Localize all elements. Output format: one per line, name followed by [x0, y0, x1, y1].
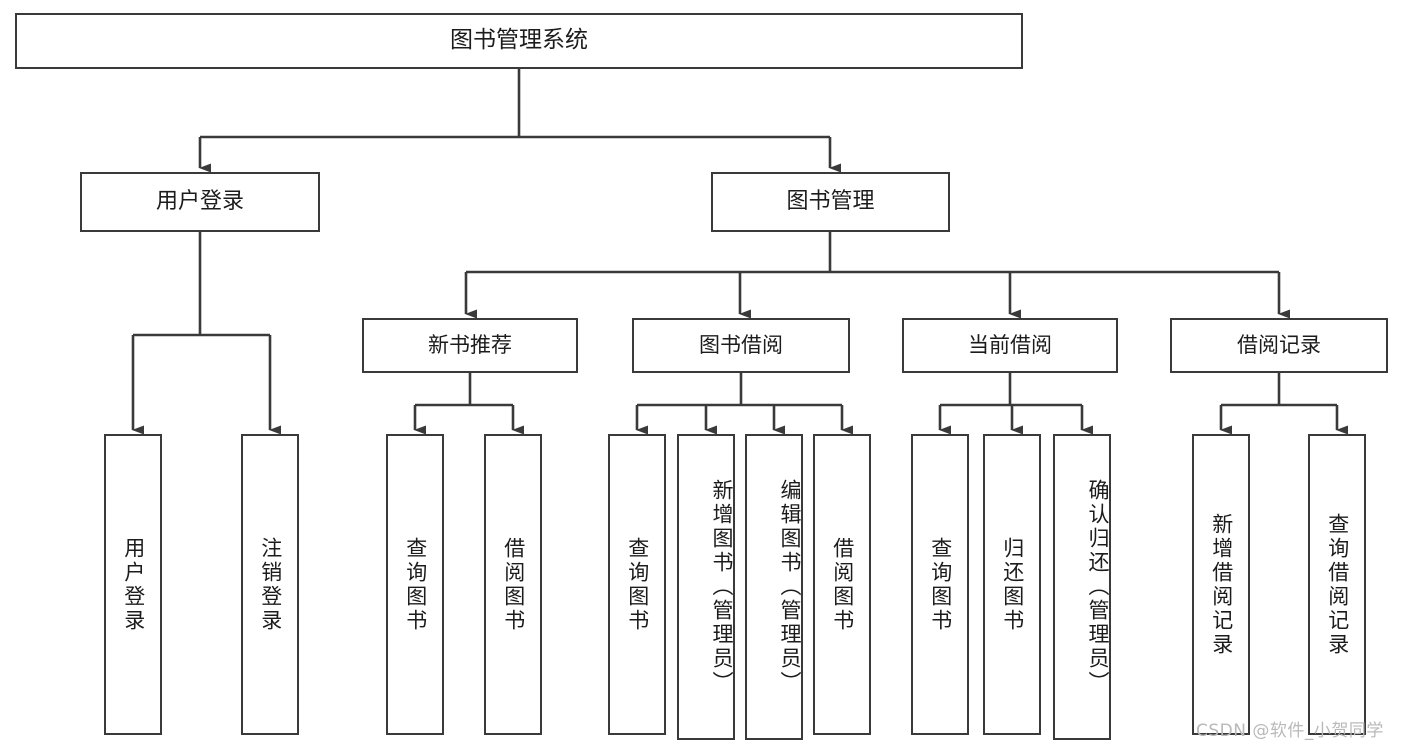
node-label: 查询图书: [403, 536, 428, 633]
node-borrow-record[interactable]: 借阅记录: [1170, 318, 1388, 373]
node-leaf-add-record[interactable]: 新增借阅记录: [1192, 434, 1250, 735]
node-label: 图书借阅: [699, 332, 783, 357]
node-book-manage[interactable]: 图书管理: [711, 172, 950, 232]
node-leaf-query-book-3[interactable]: 查询图书: [911, 434, 969, 735]
node-label: 查询图书: [625, 536, 650, 633]
node-leaf-query-book-1[interactable]: 查询图书: [386, 434, 444, 735]
node-label: 确认归还（管理员）: [1086, 479, 1110, 695]
node-label: 用户登录: [121, 536, 146, 633]
node-label: 注销登录: [258, 536, 283, 633]
node-new-book-rec[interactable]: 新书推荐: [362, 318, 578, 373]
node-leaf-query-book-2[interactable]: 查询图书: [608, 434, 666, 735]
node-label: 图书管理: [786, 188, 875, 214]
node-leaf-confirm-return[interactable]: 确认归还（管理员）: [1053, 434, 1111, 740]
node-label: 用户登录: [155, 188, 244, 214]
node-label: 借阅记录: [1237, 332, 1321, 357]
node-leaf-user-login[interactable]: 用户登录: [104, 434, 162, 735]
node-label: 新书推荐: [428, 332, 512, 357]
node-label: 当前借阅: [968, 332, 1052, 357]
node-label: 编辑图书（管理员）: [778, 479, 802, 695]
node-leaf-borrow-book-2[interactable]: 借阅图书: [813, 434, 871, 735]
node-label: 归还图书: [1000, 536, 1025, 633]
node-leaf-add-book[interactable]: 新增图书（管理员）: [677, 434, 735, 740]
node-label: 新增图书（管理员）: [710, 479, 734, 695]
node-leaf-borrow-book-1[interactable]: 借阅图书: [484, 434, 542, 735]
node-label: 借阅图书: [830, 536, 855, 633]
node-label: 借阅图书: [501, 536, 526, 633]
node-user-login[interactable]: 用户登录: [80, 172, 320, 232]
node-book-borrow[interactable]: 图书借阅: [632, 318, 850, 373]
node-leaf-return-book[interactable]: 归还图书: [983, 434, 1041, 735]
node-label: 新增借阅记录: [1209, 512, 1234, 657]
node-leaf-logout-login[interactable]: 注销登录: [241, 434, 299, 735]
node-label: 图书管理系统: [450, 27, 588, 54]
node-label: 查询图书: [928, 536, 953, 633]
node-current-borrow[interactable]: 当前借阅: [902, 318, 1118, 373]
csdn-watermark: CSDN @软件_小贺同学: [1196, 721, 1384, 741]
node-label: 查询借阅记录: [1325, 512, 1350, 657]
node-leaf-query-record[interactable]: 查询借阅记录: [1308, 434, 1366, 735]
node-leaf-edit-book[interactable]: 编辑图书（管理员）: [745, 434, 803, 740]
node-root-system[interactable]: 图书管理系统: [15, 13, 1023, 69]
